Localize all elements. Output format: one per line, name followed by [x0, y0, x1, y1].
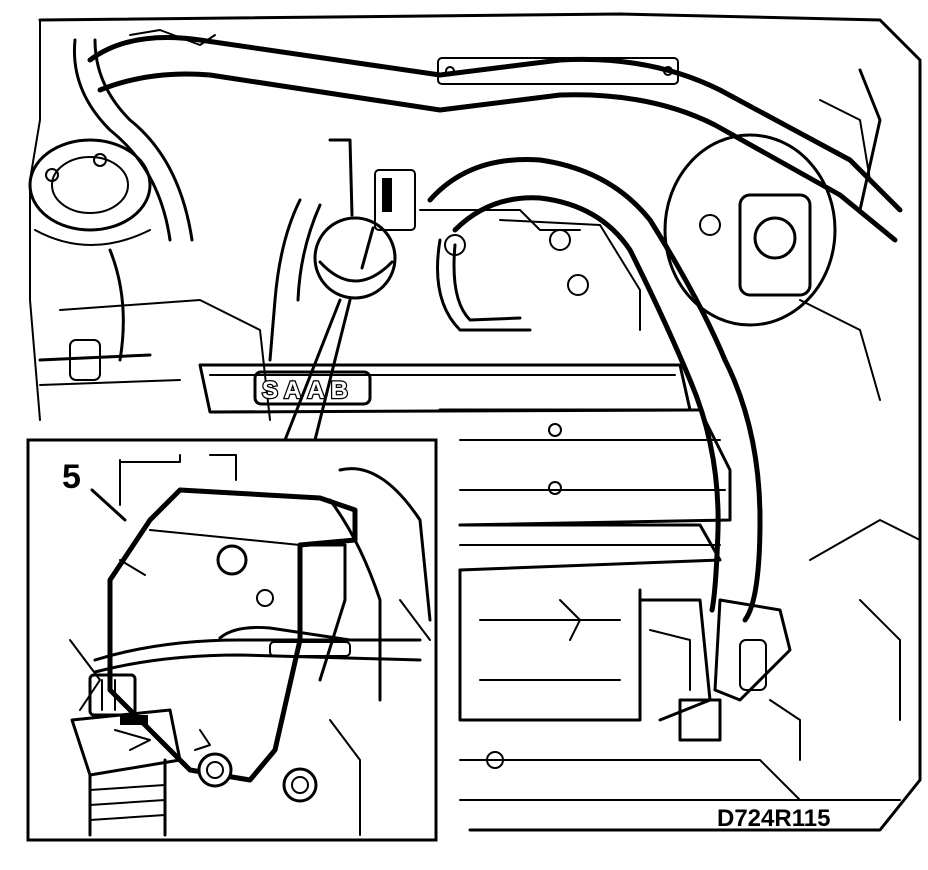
callout-label-5: 5 — [62, 458, 81, 496]
engine-bay-background: SAAB — [28, 12, 922, 832]
detail-inset: 5 — [26, 438, 438, 842]
inset-leader-lines — [283, 298, 352, 442]
reference-code: D724R115 — [717, 805, 830, 832]
